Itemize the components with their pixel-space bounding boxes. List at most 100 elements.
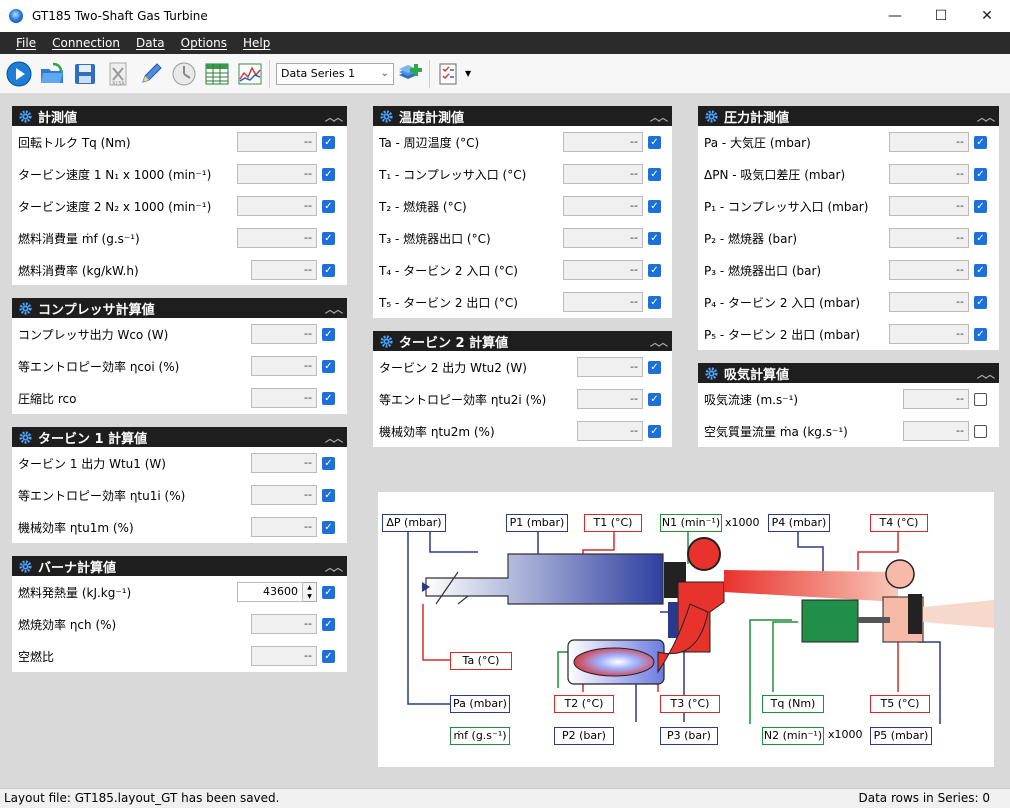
pa-value[interactable]: -- xyxy=(889,132,969,152)
label-p3[interactable]: P3 (bar) xyxy=(660,727,718,745)
p4-value[interactable]: -- xyxy=(889,292,969,312)
torque-value[interactable]: -- xyxy=(237,132,317,152)
intake-velocity-checkbox[interactable]: ✓ xyxy=(974,392,987,406)
t5-checkbox[interactable]: ✓ xyxy=(648,295,661,309)
label-pa[interactable]: Pa (mbar) xyxy=(450,695,510,713)
fuel-heating-value-input[interactable]: 43600 xyxy=(237,582,303,602)
air-fuel-ratio-value[interactable]: -- xyxy=(251,646,317,666)
t3-value[interactable]: -- xyxy=(563,228,643,248)
collapse-icon[interactable]: ︿︿ xyxy=(977,370,995,381)
menu-data[interactable]: Data xyxy=(136,36,165,50)
turbine1-power-value[interactable]: -- xyxy=(251,453,317,473)
label-mf[interactable]: ṁf (g.s⁻¹) xyxy=(450,727,510,745)
p3-value[interactable]: -- xyxy=(889,260,969,280)
t2-checkbox[interactable]: ✓ xyxy=(648,199,661,213)
p2-checkbox[interactable]: ✓ xyxy=(974,231,987,245)
t4-checkbox[interactable]: ✓ xyxy=(648,263,661,277)
dpn-checkbox[interactable]: ✓ xyxy=(974,167,987,181)
label-t5[interactable]: T5 (°C) xyxy=(870,695,930,713)
turbine-speed-1-checkbox[interactable]: ✓ xyxy=(322,167,335,181)
pa-checkbox[interactable]: ✓ xyxy=(974,135,987,149)
p5-value[interactable]: -- xyxy=(889,324,969,344)
label-t4[interactable]: T4 (°C) xyxy=(870,514,928,532)
compressor-efficiency-value[interactable]: -- xyxy=(251,356,317,376)
add-series-button[interactable] xyxy=(396,60,424,88)
compressor-efficiency-checkbox[interactable]: ✓ xyxy=(322,359,335,373)
fuel-consumption-value[interactable]: -- xyxy=(237,228,317,248)
fuel-heating-value-checkbox[interactable]: ✓ xyxy=(322,585,335,599)
minimize-button[interactable]: — xyxy=(888,8,902,24)
label-ta[interactable]: Ta (°C) xyxy=(450,652,512,670)
turbine2-power-checkbox[interactable]: ✓ xyxy=(648,360,661,374)
t3-checkbox[interactable]: ✓ xyxy=(648,231,661,245)
close-button[interactable]: ✕ xyxy=(981,8,993,24)
p2-value[interactable]: -- xyxy=(889,228,969,248)
turbine2-mech-efficiency-value[interactable]: -- xyxy=(577,421,643,441)
checklist-button[interactable] xyxy=(435,60,463,88)
panel-turbine2-header[interactable]: タービン 2 計算値 ︿︿ xyxy=(373,331,672,351)
t5-value[interactable]: -- xyxy=(563,292,643,312)
panel-intake-header[interactable]: 吸気計算値 ︿︿ xyxy=(698,363,999,383)
label-p4[interactable]: P4 (mbar) xyxy=(768,514,830,532)
panel-pressure-header[interactable]: 圧力計測値 ︿︿ xyxy=(698,106,999,126)
turbine1-mech-efficiency-checkbox[interactable]: ✓ xyxy=(322,520,335,534)
t2-value[interactable]: -- xyxy=(563,196,643,216)
turbine1-efficiency-value[interactable]: -- xyxy=(251,485,317,505)
panel-temperature-header[interactable]: 温度計測値 ︿︿ xyxy=(373,106,672,126)
collapse-icon[interactable]: ︿︿ xyxy=(325,434,343,445)
torque-checkbox[interactable]: ✓ xyxy=(322,135,335,149)
run-button[interactable] xyxy=(5,60,33,88)
turbine-speed-2-checkbox[interactable]: ✓ xyxy=(322,199,335,213)
label-n1[interactable]: N1 (min⁻¹) xyxy=(660,514,722,532)
turbine2-efficiency-checkbox[interactable]: ✓ xyxy=(648,392,661,406)
graph-view-button[interactable] xyxy=(236,60,264,88)
sfc-checkbox[interactable]: ✓ xyxy=(322,263,335,277)
p1-value[interactable]: -- xyxy=(889,196,969,216)
turbine-speed-1-value[interactable]: -- xyxy=(237,164,317,184)
turbine-speed-2-value[interactable]: -- xyxy=(237,196,317,216)
save-button[interactable] xyxy=(71,60,99,88)
collapse-icon[interactable]: ︿︿ xyxy=(325,563,343,574)
panel-compressor-header[interactable]: コンプレッサ計算値 ︿︿ xyxy=(12,298,347,318)
p1-checkbox[interactable]: ✓ xyxy=(974,199,987,213)
label-t3[interactable]: T3 (°C) xyxy=(660,695,720,713)
label-n2[interactable]: N2 (min⁻¹) xyxy=(762,727,824,745)
turbine1-efficiency-checkbox[interactable]: ✓ xyxy=(322,488,335,502)
collapse-icon[interactable]: ︿︿ xyxy=(650,113,668,124)
checklist-dropdown-arrow-icon[interactable]: ▼ xyxy=(465,69,472,78)
sfc-value[interactable]: -- xyxy=(251,260,317,280)
label-dp[interactable]: ΔP (mbar) xyxy=(382,514,446,532)
turbine1-power-checkbox[interactable]: ✓ xyxy=(322,456,335,470)
t1-checkbox[interactable]: ✓ xyxy=(648,167,661,181)
data-series-select[interactable]: Data Series 1 ⌄ xyxy=(276,62,394,85)
air-mass-flow-value[interactable]: -- xyxy=(903,421,969,441)
turbine2-efficiency-value[interactable]: -- xyxy=(577,389,643,409)
fuel-heating-value-spinner[interactable]: ▲▼ xyxy=(303,582,317,602)
air-mass-flow-checkbox[interactable]: ✓ xyxy=(974,424,987,438)
edit-button[interactable] xyxy=(137,60,165,88)
label-p1[interactable]: P1 (mbar) xyxy=(506,514,568,532)
collapse-icon[interactable]: ︿︿ xyxy=(650,338,668,349)
label-tq[interactable]: Tq (Nm) xyxy=(762,695,824,713)
compressor-power-value[interactable]: -- xyxy=(251,324,317,344)
menu-connection[interactable]: Connection xyxy=(52,36,120,50)
air-fuel-ratio-checkbox[interactable]: ✓ xyxy=(322,649,335,663)
table-view-button[interactable] xyxy=(203,60,231,88)
collapse-icon[interactable]: ︿︿ xyxy=(977,113,995,124)
p5-checkbox[interactable]: ✓ xyxy=(974,327,987,341)
turbine2-mech-efficiency-checkbox[interactable]: ✓ xyxy=(648,424,661,438)
turbine2-power-value[interactable]: -- xyxy=(577,357,643,377)
panel-measured-header[interactable]: 計測値 ︿︿ xyxy=(12,106,347,126)
dpn-value[interactable]: -- xyxy=(889,164,969,184)
p3-checkbox[interactable]: ✓ xyxy=(974,263,987,277)
open-button[interactable] xyxy=(38,60,66,88)
ta-value[interactable]: -- xyxy=(563,132,643,152)
compressor-power-checkbox[interactable]: ✓ xyxy=(322,327,335,341)
maximize-button[interactable]: ☐ xyxy=(934,8,948,24)
panel-burner-header[interactable]: バーナ計算値 ︿︿ xyxy=(12,556,347,576)
label-t2[interactable]: T2 (°C) xyxy=(554,695,614,713)
label-t1[interactable]: T1 (°C) xyxy=(584,514,642,532)
combustion-efficiency-checkbox[interactable]: ✓ xyxy=(322,617,335,631)
menu-file[interactable]: File xyxy=(16,36,37,50)
fuel-consumption-checkbox[interactable]: ✓ xyxy=(322,231,335,245)
